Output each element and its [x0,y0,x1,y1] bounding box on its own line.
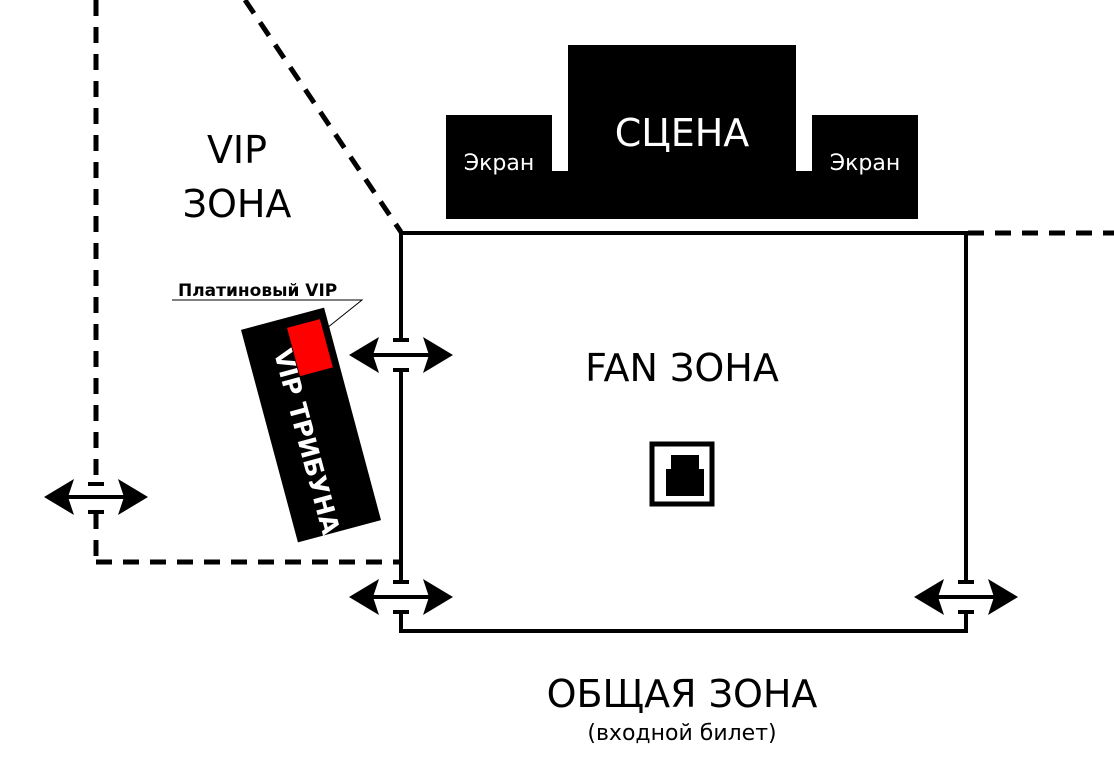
stage-block [446,45,918,219]
vip-zone-label-line2: ЗОНА [183,182,292,226]
vip-zone-boundary [93,0,1114,565]
control-booth-icon [649,441,715,507]
double-arrow-entrance-icon [347,577,455,617]
platinum-vip-area [287,319,333,377]
fan-zone-boundary [393,231,974,633]
vip-tribune: VIP ТРИБУНА [240,307,382,543]
double-arrow-entrance-icon [347,335,455,375]
general-zone-label: ОБЩАЯ ЗОНА [547,672,818,716]
double-arrow-entrance-icon [912,577,1020,617]
general-zone-note: (входной билет) [587,721,776,746]
platinum-leader-line [172,299,364,333]
platinum-vip-label: Платиновый VIP [178,281,337,301]
fan-zone-label: FAN ЗОНА [585,346,779,390]
stage-label: СЦЕНА [615,111,750,155]
vip-zone-label-line1: VIP [207,128,267,172]
screen-left-label: Экран [464,151,534,176]
screen-right-label: Экран [830,151,900,176]
